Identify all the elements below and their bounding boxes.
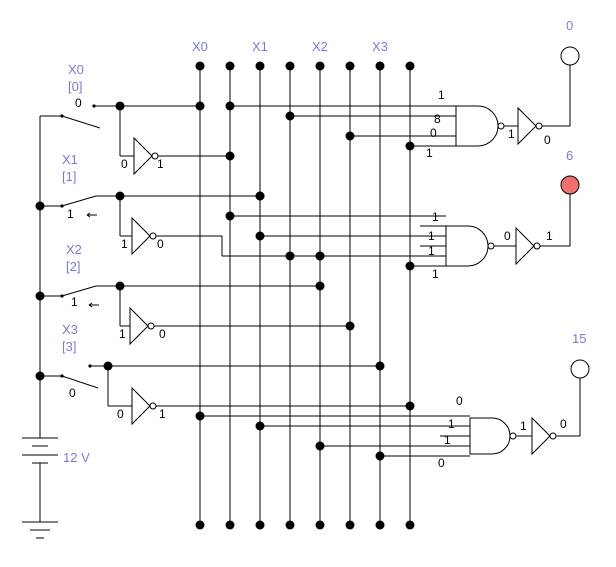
bus-label-x0: X0 — [192, 39, 208, 54]
bus-lines — [199, 66, 411, 525]
ground-symbol — [22, 521, 58, 539]
probe-6 — [560, 175, 580, 195]
bus-label-x1: X1 — [252, 39, 268, 54]
switch-x2[interactable]: X2 [2] 1 — [60, 242, 120, 309]
decoder-2: 6 1 1 1 1 0 1 — [225, 148, 580, 281]
dec3-in-2: 1 — [444, 433, 451, 447]
dec1-nand-out: 1 — [508, 127, 515, 141]
probe-6-label: 6 — [566, 148, 573, 163]
switch-x0-index: [0] — [68, 79, 82, 94]
dec3-in-3: 0 — [438, 456, 445, 470]
switch-x2-state: 1 — [71, 295, 78, 309]
dec1-in-3: 1 — [426, 146, 433, 160]
inv-x1-in: 1 — [121, 237, 128, 251]
probe-15 — [570, 359, 590, 379]
dec2-nand-out: 0 — [504, 229, 511, 243]
decoder-3: 15 0 1 1 0 1 0 — [195, 331, 590, 470]
probe-0 — [560, 46, 580, 66]
dec3-in-1: 1 — [448, 417, 455, 431]
decoder-1: 0 1 8 0 1 1 0 — [225, 18, 580, 160]
dec1-inv-out: 0 — [544, 133, 551, 147]
dec2-in-0: 1 — [432, 210, 439, 224]
input-inverter-x3: 0 1 — [103, 361, 415, 426]
inv-x3-in: 0 — [117, 407, 124, 421]
inv-x0-in: 0 — [121, 157, 128, 171]
dec1-in-0: 1 — [438, 88, 445, 102]
switch-x2-name: X2 — [66, 242, 82, 257]
probe-15-label: 15 — [572, 331, 586, 346]
bus-terminals — [195, 61, 415, 530]
power-rail — [35, 115, 62, 438]
inv-x1-out: 0 — [157, 237, 164, 251]
input-inverter-x0: 0 1 — [115, 101, 235, 176]
dec3-inv-out: 0 — [560, 417, 567, 431]
dec1-in-2: 0 — [430, 126, 437, 140]
bus-label-x2: X2 — [312, 39, 328, 54]
dec2-inv-out: 1 — [546, 229, 553, 243]
switch-x0-state: 0 — [75, 96, 82, 110]
inv-x2-out: 0 — [159, 327, 166, 341]
switch-x2-index: [2] — [66, 259, 80, 274]
switch-x1[interactable]: X1 [1] 1 — [60, 152, 120, 221]
dec2-in-1: 1 — [428, 229, 435, 243]
switch-x1-index: [1] — [62, 169, 76, 184]
inv-x0-out: 1 — [157, 157, 164, 171]
battery — [22, 437, 58, 522]
dec1-in-1: 8 — [434, 112, 441, 126]
switch-x0-name: X0 — [68, 62, 84, 77]
switch-x1-state: 1 — [67, 207, 74, 221]
switch-x1-name: X1 — [62, 152, 78, 167]
dec3-in-0: 0 — [456, 394, 463, 408]
switch-x3[interactable]: X3 [3] 0 — [60, 322, 108, 400]
input-inverter-x1: 1 0 — [115, 191, 446, 257]
input-inverter-x2: 1 0 — [115, 281, 355, 346]
switch-x3-name: X3 — [62, 322, 78, 337]
dec2-in-2: 1 — [428, 244, 435, 258]
switch-x0[interactable]: X0 [0] 0 — [60, 62, 120, 129]
switch-x3-index: [3] — [62, 339, 76, 354]
probe-0-label: 0 — [566, 18, 573, 33]
battery-label: 12 V — [63, 450, 90, 465]
inv-x2-in: 1 — [119, 327, 126, 341]
bus-label-x3: X3 — [372, 39, 388, 54]
switch-x3-state: 0 — [69, 386, 76, 400]
dec2-in-3: 1 — [432, 267, 439, 281]
inv-x3-out: 1 — [159, 407, 166, 421]
dec3-nand-out: 1 — [520, 419, 527, 433]
bus-junctions — [255, 191, 325, 261]
